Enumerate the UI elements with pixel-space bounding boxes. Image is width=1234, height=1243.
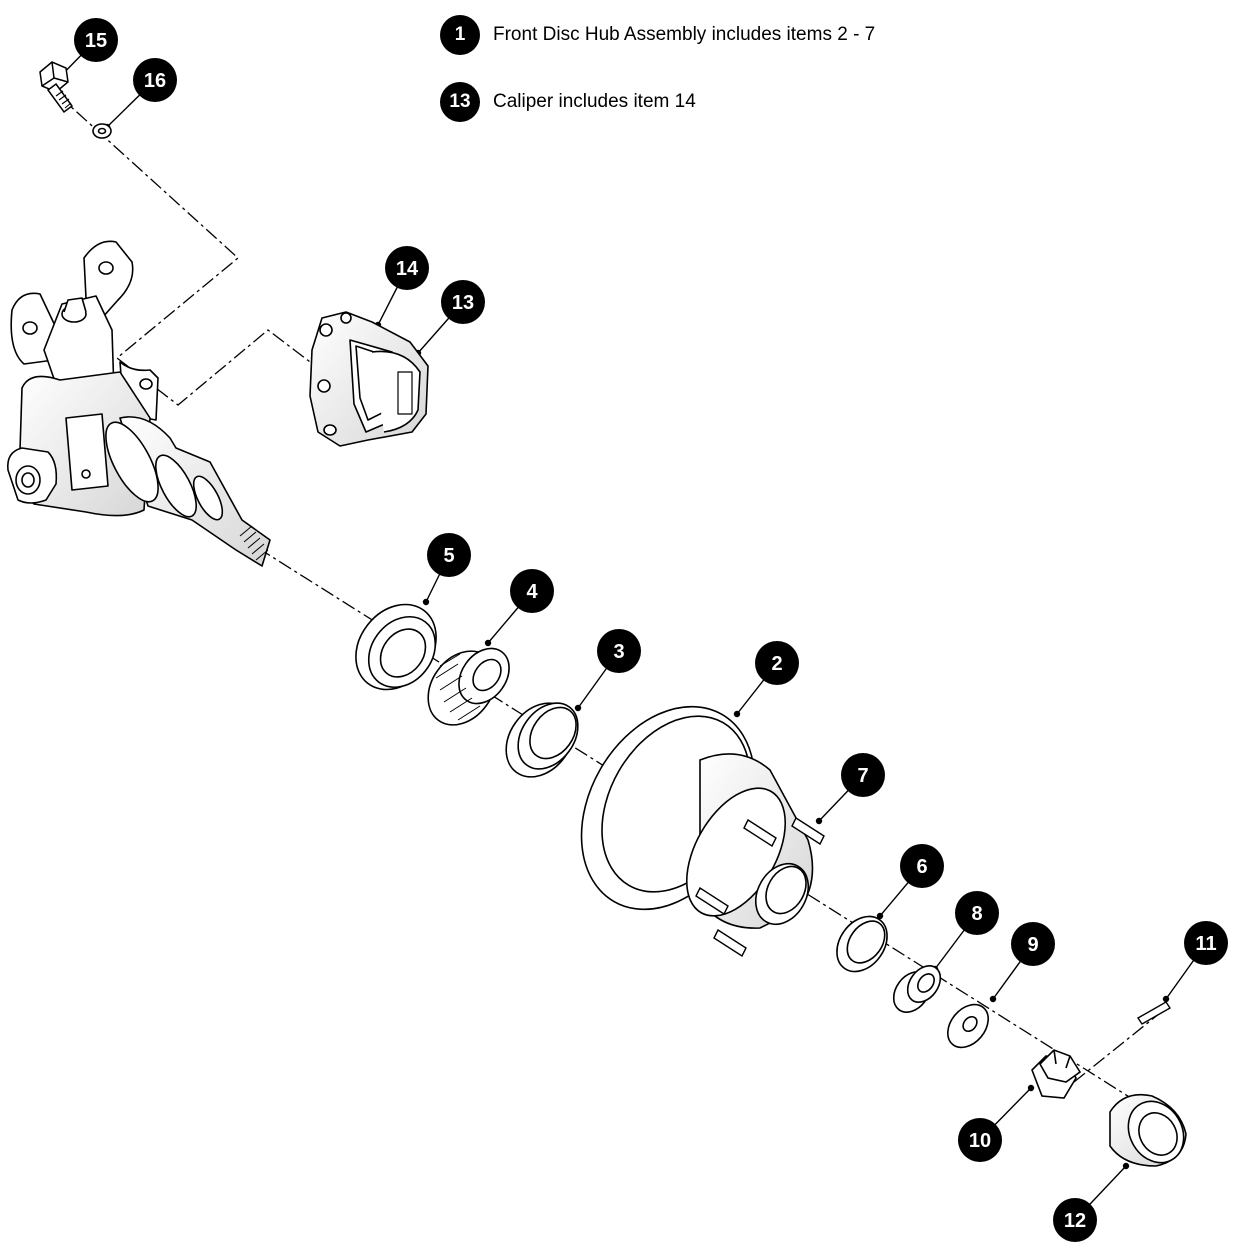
note-2-number: 13: [440, 82, 480, 122]
callout-3: 3: [597, 629, 641, 673]
bearing-race-part: [505, 702, 579, 778]
castle-nut-part: [1031, 1049, 1082, 1099]
center-lines: [57, 94, 1171, 1111]
leader-lines: [46, 39, 1207, 1221]
svg-text:11: 11: [1195, 933, 1216, 955]
cotter-pin-part: [1137, 1001, 1171, 1025]
legend-note-2: 13 Caliper includes item 14: [440, 82, 696, 122]
callout-6: 6: [900, 844, 944, 888]
callout-13: 13: [441, 280, 485, 324]
svg-text:10: 10: [969, 1130, 991, 1152]
svg-text:5: 5: [443, 545, 454, 567]
svg-text:9: 9: [1027, 934, 1038, 956]
svg-text:3: 3: [613, 641, 624, 663]
grease-seal-part: [355, 603, 437, 691]
callout-9: 9: [1011, 922, 1055, 966]
callout-15: 15: [74, 18, 118, 62]
washer-part: [947, 1003, 989, 1049]
lock-washer-part: [92, 123, 112, 139]
bolt-part: [39, 61, 74, 114]
svg-text:6: 6: [916, 856, 927, 878]
callout-16: 16: [133, 58, 177, 102]
svg-text:2: 2: [771, 653, 782, 675]
svg-text:8: 8: [971, 903, 982, 925]
note-1-number: 1: [440, 15, 480, 55]
inner-bearing-part: [427, 647, 510, 726]
callout-12: 12: [1053, 1198, 1097, 1242]
callout-11: 11: [1184, 921, 1228, 965]
callout-7: 7: [841, 753, 885, 797]
outer-race-part: [836, 915, 888, 973]
note-2-text: Caliper includes item 14: [493, 91, 696, 112]
svg-text:15: 15: [85, 30, 107, 52]
callout-8: 8: [955, 891, 999, 935]
callout-2: 2: [755, 641, 799, 685]
callout-5: 5: [427, 533, 471, 577]
caliper-part: [309, 311, 429, 447]
spindle-knuckle-part: [6, 240, 271, 567]
svg-text:13: 13: [452, 292, 474, 314]
legend-note-1: 1 Front Disc Hub Assembly includes items…: [440, 15, 875, 55]
wheel-studs: [695, 816, 825, 958]
outer-bearing-part: [892, 965, 942, 1013]
svg-text:14: 14: [396, 258, 419, 280]
note-1-text: Front Disc Hub Assembly includes items 2…: [493, 24, 876, 45]
callout-4: 4: [510, 569, 554, 613]
callout-bubbles: 2 3 4 5 6 7 8 9 10 11 12 13 14 15 16: [74, 18, 1228, 1242]
svg-text:4: 4: [526, 581, 538, 603]
svg-text:7: 7: [857, 765, 868, 787]
dust-cap-part: [1109, 1093, 1187, 1167]
callout-10: 10: [958, 1118, 1002, 1162]
callout-14: 14: [385, 246, 429, 290]
disc-hub-part: [580, 705, 825, 958]
svg-text:12: 12: [1064, 1210, 1086, 1232]
svg-text:16: 16: [144, 70, 166, 92]
